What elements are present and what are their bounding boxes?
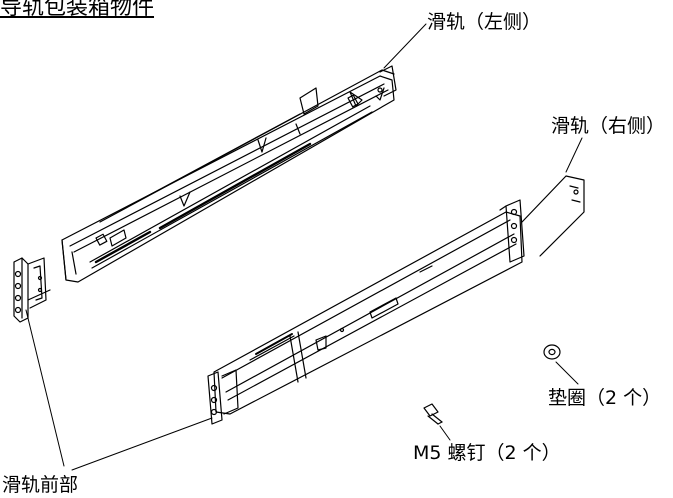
left-rail <box>61 23 427 283</box>
label-left-rail: 滑轨（左侧） <box>427 11 542 33</box>
label-washer: 垫圈（2 个） <box>548 387 662 409</box>
washer <box>543 344 579 385</box>
diagram-title: 导轨包装箱物件 <box>0 0 155 20</box>
front-leader-lines <box>25 309 213 471</box>
label-right-rail: 滑轨（右侧） <box>551 115 666 137</box>
label-rail-front: 滑轨前部 <box>2 474 79 496</box>
m5-screw <box>423 403 451 441</box>
label-screw: M5 螺钉（2 个） <box>413 442 561 464</box>
rail-front-bracket <box>13 257 51 323</box>
right-rail <box>207 137 585 425</box>
